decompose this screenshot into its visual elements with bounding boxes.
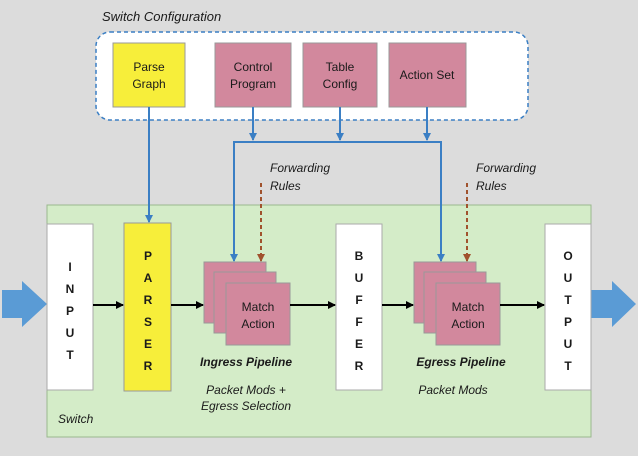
output-letters: O U T P U T: [563, 249, 572, 373]
ingress-match-action-box: [225, 282, 291, 346]
input-box: [46, 223, 94, 391]
control-program-line2: Program: [230, 77, 276, 91]
parser-letter: A: [144, 271, 153, 285]
output-big-arrow: [591, 281, 636, 327]
input-letter: I: [68, 260, 71, 274]
egress-pipeline-label: Egress Pipeline: [416, 355, 506, 369]
ingress-match-line2: Action: [241, 317, 274, 331]
buffer-letter: F: [355, 315, 362, 329]
control-program-line1: Control: [234, 60, 273, 74]
config-distribution-line: [233, 141, 442, 261]
table-config-box: [302, 42, 378, 108]
output-letter: U: [564, 337, 573, 351]
buffer-letter: E: [355, 337, 363, 351]
parse-graph-line2: Graph: [132, 77, 165, 91]
parser-letter: R: [144, 293, 153, 307]
parser-box: [123, 222, 172, 392]
egress-desc-line1: Packet Mods: [418, 383, 487, 397]
output-letter: P: [564, 315, 572, 329]
buffer-letters: B U F F E R: [355, 249, 364, 373]
buffer-letter: U: [355, 271, 364, 285]
forwarding-rules-left-line2: Rules: [270, 179, 301, 193]
parser-letter: R: [144, 359, 153, 373]
table-config-line1: Table: [326, 60, 355, 74]
ingress-desc-line1: Packet Mods +: [206, 383, 286, 397]
egress-match-action-box: [435, 282, 501, 346]
output-box: [544, 223, 592, 391]
input-letter: N: [66, 282, 75, 296]
input-letter: T: [66, 348, 74, 362]
ingress-pipeline-label: Ingress Pipeline: [200, 355, 292, 369]
buffer-box: [335, 223, 383, 391]
input-letter: P: [66, 304, 74, 318]
parse-graph-box: [112, 42, 186, 108]
output-letter: T: [564, 359, 572, 373]
output-letter: U: [564, 271, 573, 285]
ingress-desc-line2: Egress Selection: [201, 399, 291, 413]
input-big-arrow: [2, 281, 47, 327]
parser-letters: P A R S E R: [144, 249, 153, 373]
switch-label: Switch: [58, 412, 94, 426]
table-config-line2: Config: [323, 77, 358, 91]
forwarding-rules-left-line1: Forwarding: [270, 161, 330, 175]
ingress-match-line1: Match: [242, 300, 275, 314]
input-letter: U: [66, 326, 75, 340]
control-program-box: [214, 42, 292, 108]
output-letter: O: [563, 249, 572, 263]
parser-letter: S: [144, 315, 152, 329]
input-letters: I N P U T: [66, 260, 75, 362]
switch-config-label: Switch Configuration: [102, 9, 221, 24]
output-letter: T: [564, 293, 572, 307]
action-set-label: Action Set: [400, 68, 455, 82]
buffer-letter: F: [355, 293, 362, 307]
parser-letter: P: [144, 249, 152, 263]
forwarding-rules-right-line2: Rules: [476, 179, 507, 193]
buffer-letter: R: [355, 359, 364, 373]
egress-match-line2: Action: [451, 317, 484, 331]
parser-letter: E: [144, 337, 152, 351]
forwarding-rules-right-line1: Forwarding: [476, 161, 536, 175]
buffer-letter: B: [355, 249, 364, 263]
egress-match-line1: Match: [452, 300, 485, 314]
action-set-box: [388, 42, 467, 108]
parse-graph-line1: Parse: [133, 60, 165, 74]
